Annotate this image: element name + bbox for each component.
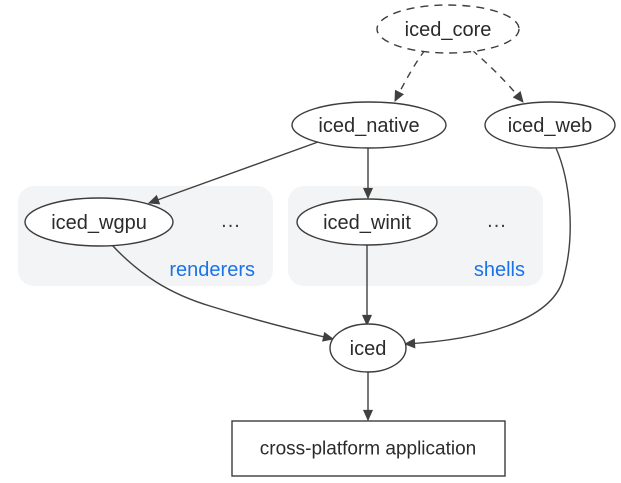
edge-iced_core-to-iced_native — [394, 49, 426, 103]
node-label-iced-winit: iced_winit — [323, 212, 411, 234]
node-label-iced-web: iced_web — [508, 115, 593, 137]
edge-iced_core-to-iced_web — [471, 49, 524, 103]
node-iced-wgpu — [24, 197, 174, 247]
renderers-ellipsis: ... — [221, 210, 241, 232]
node-iced-winit — [296, 198, 438, 246]
edge-iced_wgpu-to-iced — [111, 244, 335, 342]
edge-iced_web-to-iced — [403, 147, 571, 349]
node-label-iced-wgpu: iced_wgpu — [51, 212, 147, 234]
node-iced — [329, 323, 407, 373]
edge-iced_native-to-iced_wgpu — [147, 141, 319, 205]
node-iced-web — [484, 101, 616, 149]
node-cross-platform-application — [231, 420, 506, 477]
node-label-iced-native: iced_native — [318, 115, 419, 137]
node-label-iced: iced — [350, 338, 387, 360]
shells-group-label: shells — [474, 259, 525, 281]
node-iced-core — [376, 4, 520, 54]
node-label-cross-platform-application: cross-platform application — [260, 439, 476, 460]
node-iced-native — [291, 101, 447, 149]
shells-ellipsis: ... — [487, 210, 507, 232]
node-label-iced-core: iced_core — [405, 19, 492, 41]
renderers-group-label: renderers — [169, 259, 255, 281]
